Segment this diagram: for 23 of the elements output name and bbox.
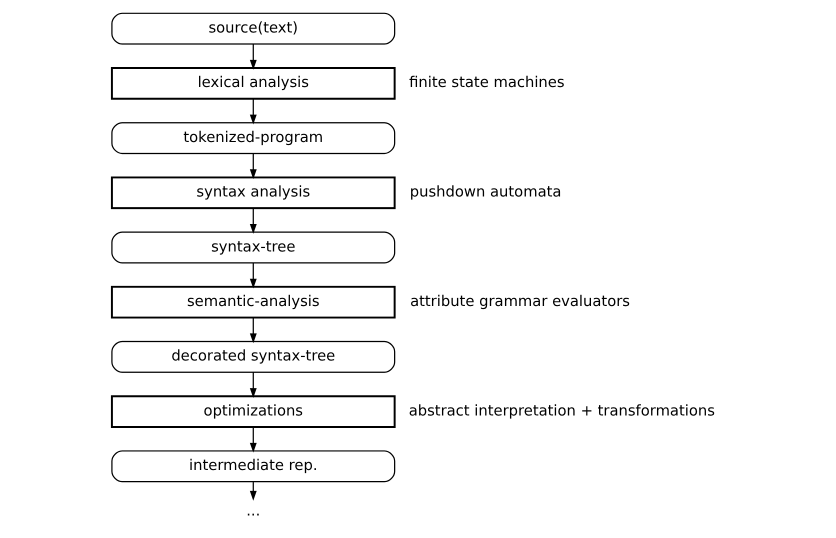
node-box: optimizations [110,395,396,428]
arrow [250,427,257,453]
arrow [250,372,257,398]
node-box: decorated syntax-tree [111,340,396,373]
node-box: lexical analysis [110,67,396,100]
node-box: syntax analysis [110,176,396,210]
node-label: pushdown automata [410,184,562,201]
node-box: semantic-analysis [110,286,396,319]
node-box: source(text) [111,12,396,45]
node-text: ... [246,502,260,520]
arrow [250,44,257,70]
arrow [250,208,257,234]
arrow [250,154,257,180]
node-box: tokenized-program [111,122,396,154]
node-label: abstract interpretation + transformations [408,402,715,420]
arrow [250,263,257,289]
arrow [250,318,257,344]
arrow [250,482,257,501]
arrow [250,98,257,124]
node-box: syntax-tree [111,232,396,264]
node-box: intermediate rep. [111,450,396,482]
node-label: finite state machines [409,74,565,92]
node-label: attribute grammar evaluators [410,293,630,310]
